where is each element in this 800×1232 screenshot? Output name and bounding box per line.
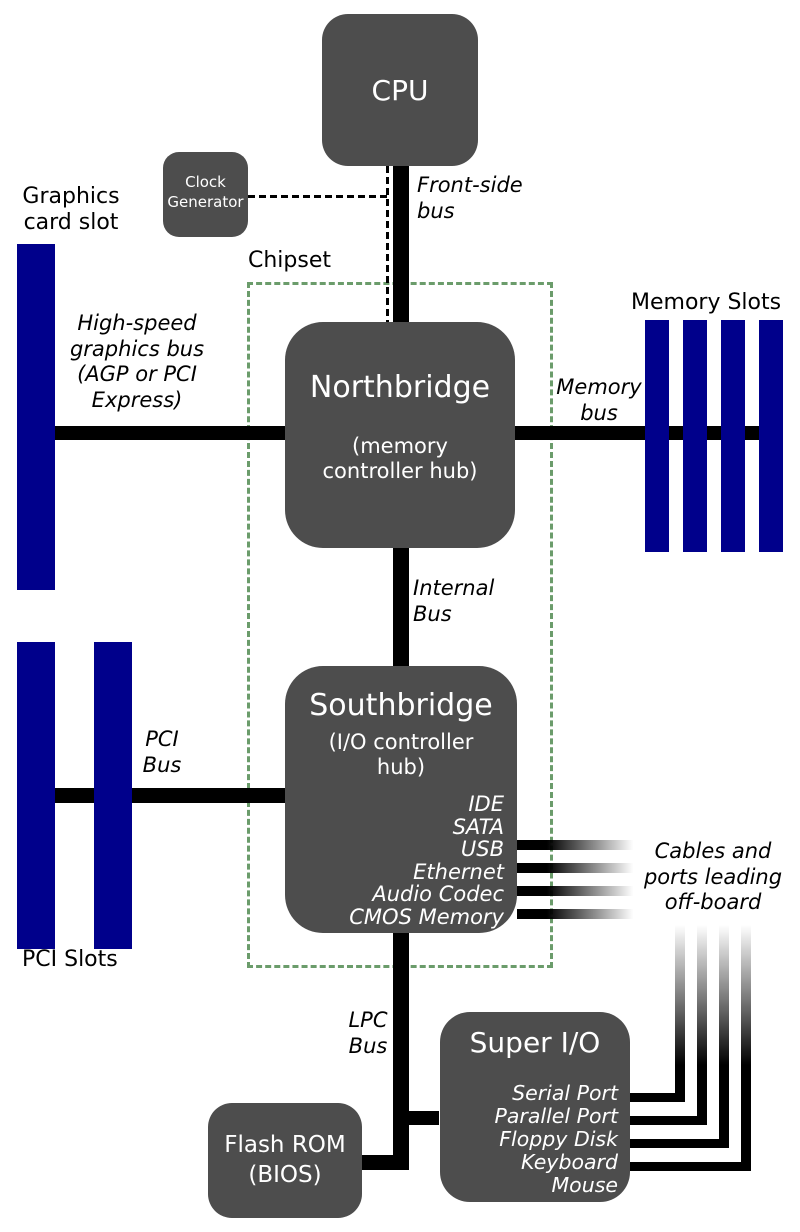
cpu-node: CPU — [322, 14, 478, 166]
memory-slot-bar — [759, 320, 783, 552]
clock-signal-line-horizontal — [248, 195, 388, 198]
graphics-bus-line — [36, 426, 286, 440]
flash-rom-label: Flash ROM (BIOS) — [224, 1132, 346, 1188]
graphics-bus-label: High-speed graphics bus (AGP or PCI Expr… — [69, 311, 205, 412]
front-side-bus-label: Front-side bus — [417, 173, 523, 223]
offboard-cable-floppy — [719, 925, 729, 1148]
memory-slot-bar — [683, 320, 707, 552]
memory-slot-bar — [645, 320, 669, 552]
memory-slots-label: Memory Slots — [631, 290, 782, 315]
cable-elbow-keyboard — [630, 1162, 751, 1171]
pci-slots-label: PCI Slots — [22, 947, 118, 972]
southbridge-title: Southbridge — [309, 688, 493, 723]
pci-slot-bar — [94, 642, 132, 949]
memory-slot-bar — [721, 320, 745, 552]
lpc-bus-line — [393, 932, 409, 1170]
southbridge-lead-line — [517, 886, 637, 896]
memory-bus-label: Memory bus — [556, 375, 642, 425]
clock-generator-node: Clock Generator — [163, 152, 248, 237]
graphics-card-slot-bar — [17, 244, 55, 590]
internal-bus-label: Internal Bus — [413, 576, 495, 626]
chipset-label: Chipset — [248, 248, 332, 273]
pci-bus-line — [36, 788, 286, 803]
southbridge-subtitle: (I/O controller hub) — [328, 730, 474, 779]
cable-elbow-parallel — [630, 1116, 707, 1125]
lpc-to-superio-connector — [409, 1111, 439, 1125]
pci-bus-label: PCI Bus — [142, 727, 182, 777]
cables-offboard-label: Cables and ports leading off-board — [643, 839, 783, 915]
lpc-bus-label: LPC Bus — [348, 1008, 388, 1058]
northbridge-node: Northbridge (memory controller hub) — [285, 322, 515, 548]
memory-bus-line — [515, 426, 771, 440]
southbridge-lead-line — [517, 909, 637, 919]
southbridge-lead-line — [517, 863, 637, 873]
northbridge-title: Northbridge — [309, 370, 491, 405]
clock-generator-label: Clock Generator — [167, 173, 244, 212]
internal-bus-line — [393, 547, 409, 667]
super-io-title: Super I/O — [469, 1026, 601, 1059]
pci-slot-bar — [17, 642, 55, 949]
southbridge-lead-line — [517, 840, 637, 850]
flash-rom-node: Flash ROM (BIOS) — [208, 1103, 362, 1218]
cpu-label: CPU — [371, 74, 429, 107]
cable-elbow-serial — [630, 1093, 685, 1102]
cable-elbow-floppy — [630, 1139, 729, 1148]
offboard-cable-keyboard — [741, 925, 751, 1171]
offboard-cable-serial — [675, 925, 685, 1102]
northbridge-subtitle: (memory controller hub) — [322, 434, 478, 483]
lpc-to-flashrom-connector — [361, 1155, 394, 1170]
front-side-bus-line — [393, 165, 409, 323]
clock-signal-line-vertical — [386, 166, 389, 323]
offboard-cable-parallel — [697, 925, 707, 1125]
graphics-card-slot-label: Graphics card slot — [22, 184, 120, 236]
